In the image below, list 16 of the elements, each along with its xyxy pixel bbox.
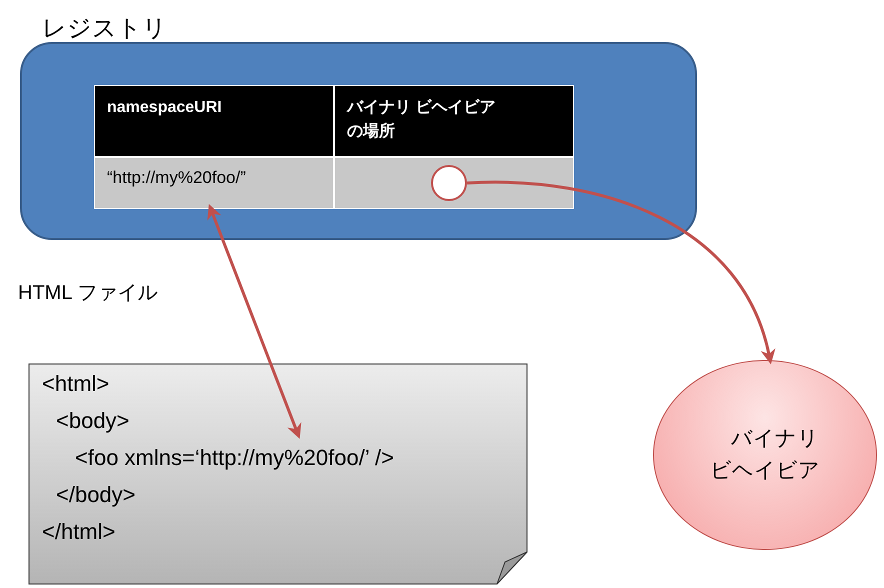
file-heading: HTML ファイル bbox=[18, 281, 158, 306]
arrow bbox=[466, 180, 775, 364]
header-cell: namespaceURI bbox=[94, 85, 334, 157]
table-cell bbox=[334, 157, 574, 209]
code-line: </body> bbox=[56, 482, 136, 508]
table-cell: “http://my%20foo/” bbox=[94, 157, 334, 209]
code-line: <foo xmlns=‘http://my%20foo/’ /> bbox=[75, 445, 394, 471]
registry-title: レジストリ bbox=[42, 14, 167, 44]
arrow bbox=[207, 204, 302, 439]
header-cell: バイナリ ビヘイビアの場所 bbox=[334, 85, 574, 157]
code-line: <body> bbox=[56, 408, 130, 434]
ellipse: バイナリビヘイビア bbox=[653, 360, 877, 550]
code-line: <html> bbox=[42, 371, 110, 397]
registry-box bbox=[20, 42, 697, 240]
code-line: </html> bbox=[42, 519, 116, 545]
circle bbox=[431, 165, 467, 201]
